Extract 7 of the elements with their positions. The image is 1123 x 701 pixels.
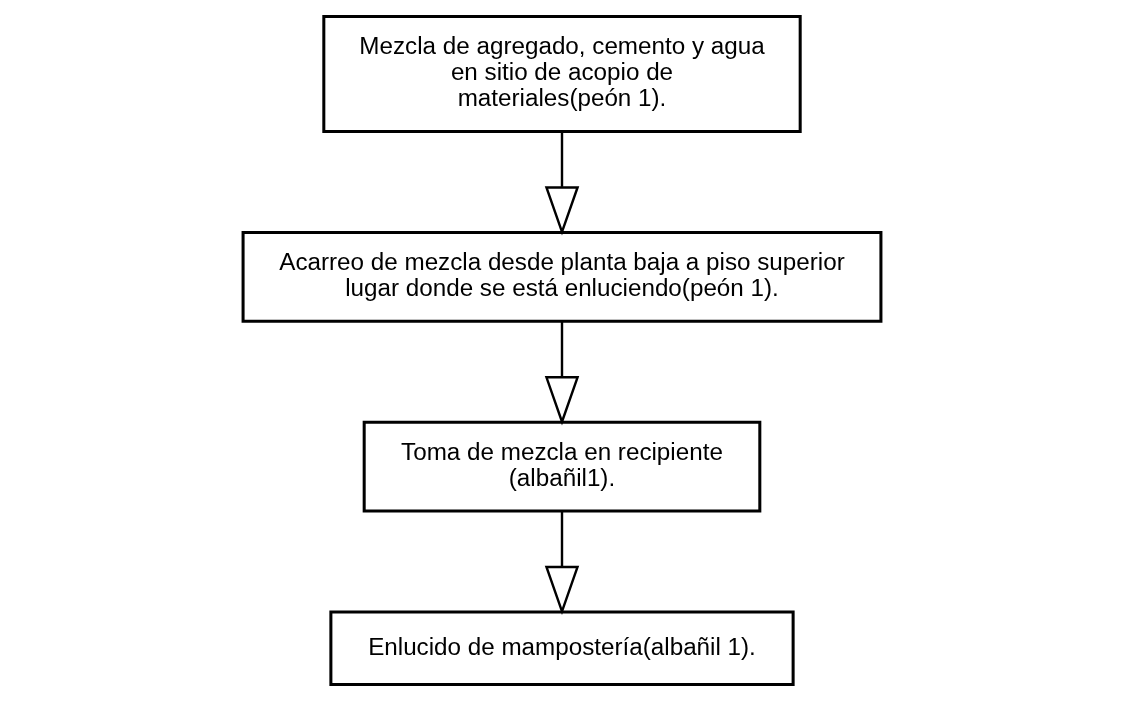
- node-box: Enlucido de mampostería(albañil 1).: [328, 610, 795, 687]
- node-box: Acarreo de mezcla desde planta baja a piso superior lugar donde se está enluciendo(peón 1).: [241, 230, 882, 323]
- arrow: [544, 511, 579, 615]
- node-box: Mezcla de agregado, cemento y agua en sitio de acopio de materiales(peón 1).: [321, 14, 802, 133]
- node-box: Toma de mezcla en recipiente (albañil1).: [362, 420, 761, 513]
- arrow: [544, 131, 579, 236]
- arrow: [544, 321, 579, 426]
